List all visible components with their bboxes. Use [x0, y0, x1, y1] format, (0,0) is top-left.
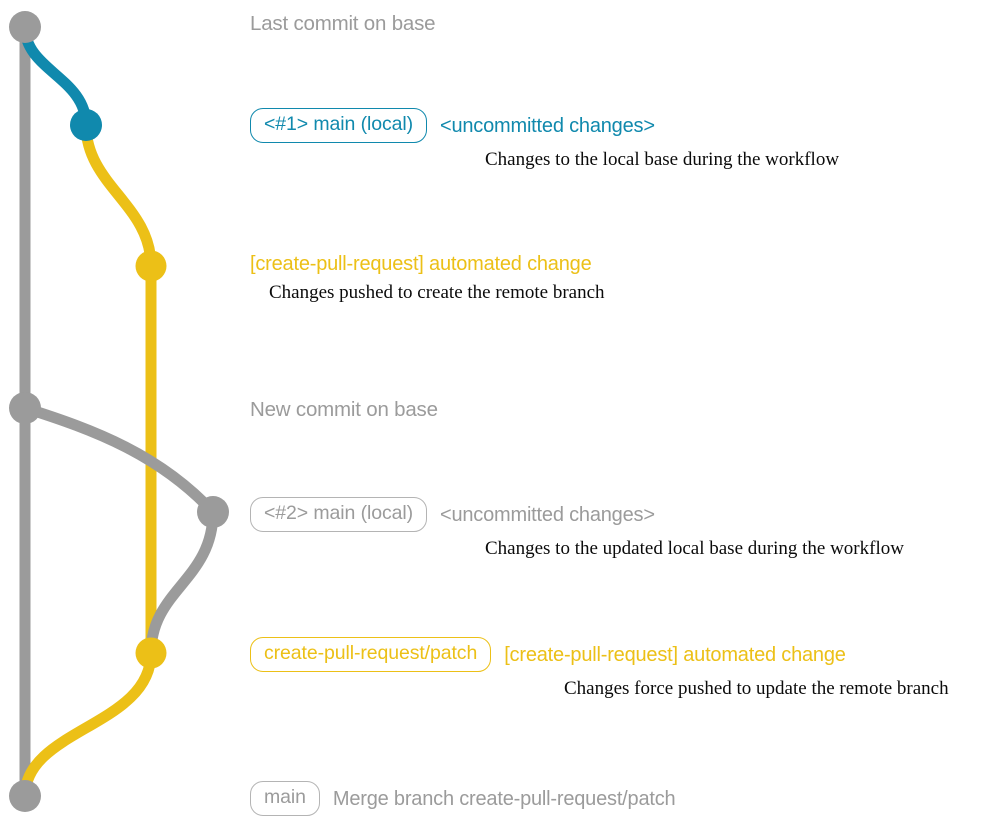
- row-main: main Merge branch create-pull-request/pa…: [250, 781, 676, 816]
- row-local-uncommitted-1: <#1> main (local) <uncommitted changes> …: [250, 108, 839, 171]
- row-main: <#2> main (local) <uncommitted changes>: [250, 497, 655, 532]
- row-main: [create-pull-request] automated change: [250, 252, 592, 276]
- commit-subject-automated-change-1: [create-pull-request] automated change: [250, 253, 592, 275]
- commit-subject-uncommitted-1: <uncommitted changes>: [439, 114, 655, 137]
- commit-subject-uncommitted-2: <uncommitted changes>: [439, 503, 655, 526]
- row-patch-automated-change-2: create-pull-request/patch [create-pull-r…: [250, 637, 949, 700]
- commit-subject-merge: Merge branch create-pull-request/patch: [332, 787, 676, 810]
- commit-note-4: Changes force pushed to update the remot…: [564, 678, 949, 699]
- commit-note-2: Changes pushed to create the remote bran…: [269, 282, 605, 303]
- ref-badge-main-local-1[interactable]: <#1> main (local): [250, 108, 427, 143]
- row-last-commit-on-base: Last commit on base: [250, 12, 436, 36]
- heading-last-commit-on-base: Last commit on base: [250, 12, 436, 35]
- commit-subject-automated-change-2: [create-pull-request] automated change: [504, 643, 846, 666]
- row-local-uncommitted-2: <#2> main (local) <uncommitted changes> …: [250, 497, 904, 560]
- row-patch-automated-change-1: [create-pull-request] automated change C…: [250, 252, 605, 304]
- commit-note-1: Changes to the local base during the wor…: [485, 149, 840, 170]
- ref-badge-main[interactable]: main: [250, 781, 320, 816]
- commit-note-3: Changes to the updated local base during…: [485, 538, 904, 559]
- row-merge-commit: main Merge branch create-pull-request/pa…: [250, 781, 676, 816]
- ref-badge-main-local-2[interactable]: <#2> main (local): [250, 497, 427, 532]
- row-new-commit-on-base: New commit on base: [250, 398, 438, 422]
- ref-badge-create-pull-request-patch[interactable]: create-pull-request/patch: [250, 637, 492, 672]
- row-main: create-pull-request/patch [create-pull-r…: [250, 637, 846, 672]
- heading-new-commit-on-base: New commit on base: [250, 398, 438, 421]
- row-main: <#1> main (local) <uncommitted changes>: [250, 108, 655, 143]
